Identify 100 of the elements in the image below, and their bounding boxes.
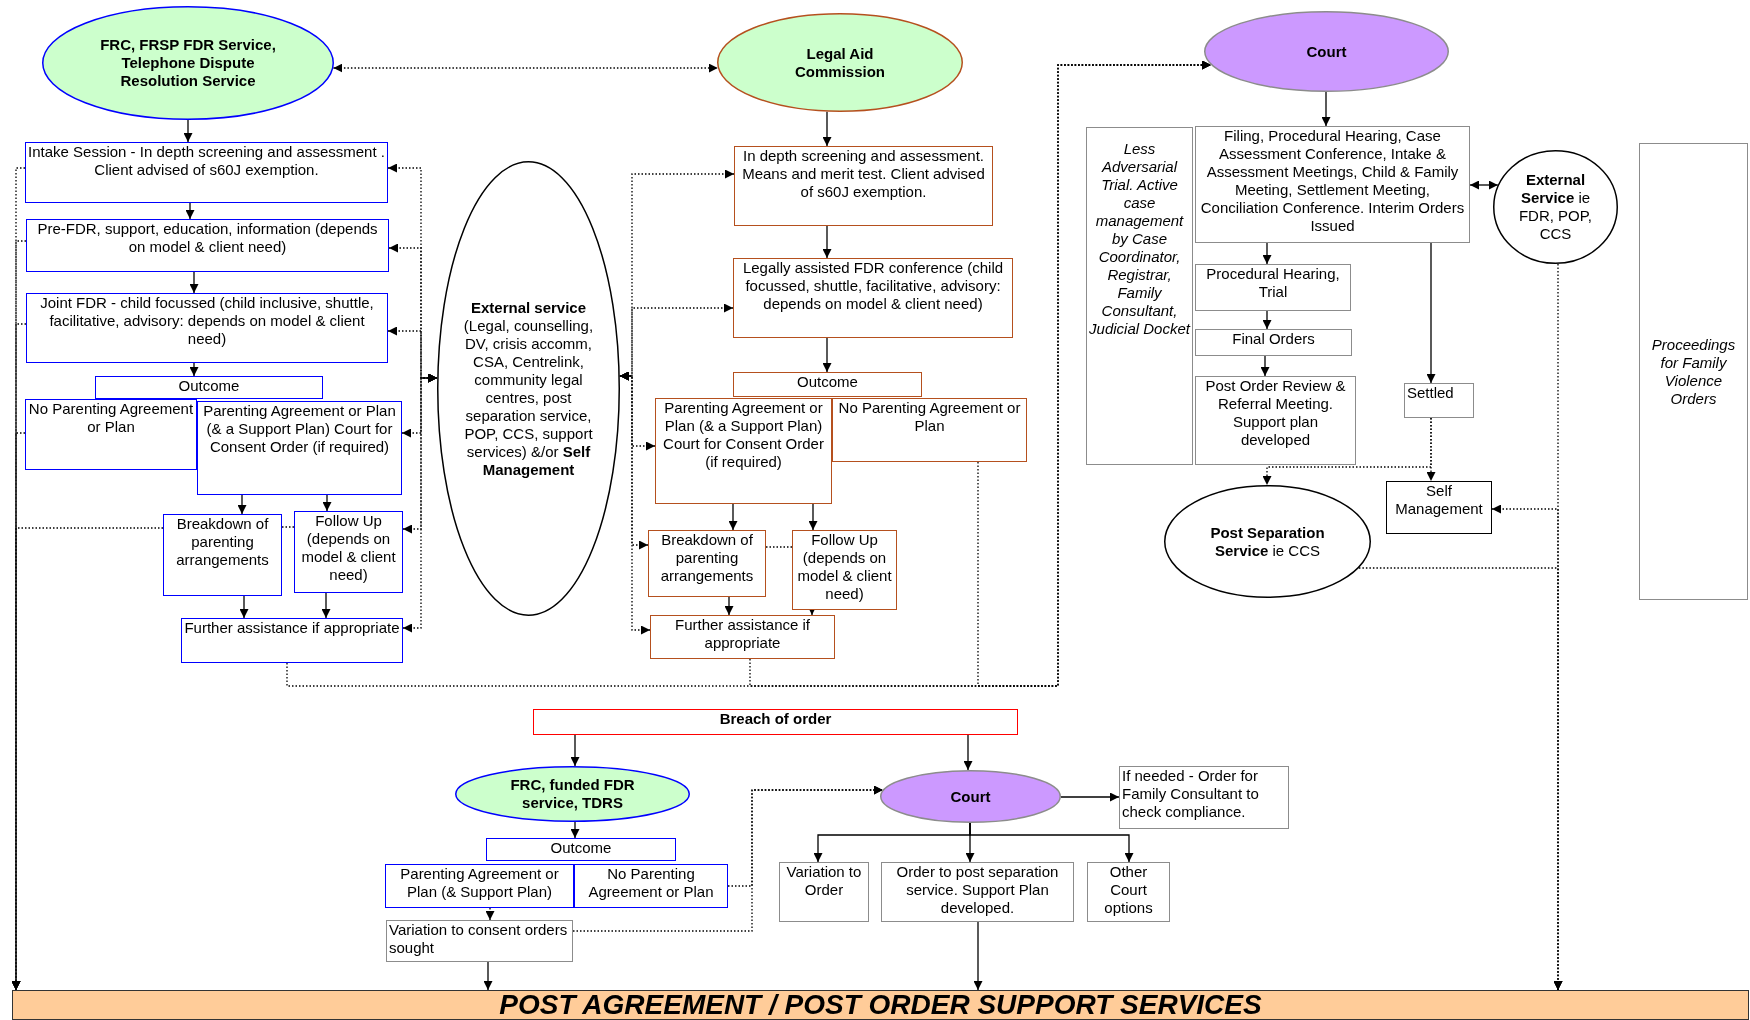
- arrow: [185, 202, 195, 220]
- process-box: [95, 376, 323, 399]
- arrow: [1469, 180, 1499, 190]
- service-ellipse: [717, 13, 963, 112]
- node-text: Settled: [1406, 384, 1455, 402]
- connector-line: [765, 546, 793, 548]
- node-text: Follow Up (depends on model & client need): [796, 531, 893, 603]
- dotted-arrow: [11, 527, 164, 991]
- arrow: [322, 494, 332, 512]
- process-box: [1195, 376, 1356, 465]
- arrow: [1260, 355, 1270, 377]
- service-ellipse: [1164, 485, 1371, 598]
- node-text: Less Adversarial Trial. Active case management by Case Coordinator, Registrar, Family Consultant, Judicial Docket: [1088, 140, 1192, 338]
- arrow: [822, 111, 832, 147]
- arrow: [728, 503, 738, 531]
- node-text: Further assistance if appropriate: [673, 616, 812, 652]
- node-text: External service (Legal, counselling, DV, crisis accomm, CSA, Centrelink, community legal centres, post separation service, POP, CCS, support services) &/or Self Management: [462, 298, 595, 479]
- dotted-arrow: [619, 371, 651, 635]
- node-text: Court: [1305, 42, 1348, 61]
- process-box: [181, 618, 403, 663]
- process-box: [1119, 766, 1289, 829]
- node-text: If needed - Order for Family Consultant to check compliance.: [1121, 767, 1260, 821]
- node-text: Variation to Order: [785, 863, 863, 899]
- node-text: Filing, Procedural Hearing, Case Assessment Conference, Intake & Assessment Meetings, Child & Family Meeting, Settlement Meeting, Conciliation Conference. Interim Orders Issued: [1199, 127, 1466, 235]
- node-text: FRC, FRSP FDR Service, Telephone Dispute Resolution Service: [99, 36, 277, 90]
- process-box: [792, 530, 897, 610]
- process-box: [832, 398, 1027, 462]
- arrow: [239, 595, 249, 619]
- dotted-arrow: [1553, 263, 1563, 991]
- service-ellipse: [437, 161, 620, 616]
- process-box: [26, 219, 389, 272]
- node-text: Other Court options: [1103, 863, 1154, 917]
- process-box: [1086, 127, 1193, 465]
- service-ellipse: [1493, 150, 1618, 264]
- process-box: [734, 146, 993, 226]
- process-box: [486, 838, 676, 861]
- arrow: [724, 596, 734, 616]
- node-text: No Parenting Agreement or Plan: [837, 399, 1022, 435]
- dotted-arrow: [572, 785, 884, 932]
- node-text: In depth screening and assessment. Means and merit test. Client advised of s60J exemption.: [741, 147, 986, 201]
- process-box: [163, 514, 282, 596]
- process-box: [1087, 862, 1170, 922]
- arrow: [963, 734, 973, 771]
- node-text: Procedural Hearing, Trial: [1205, 265, 1341, 301]
- arrow: [1426, 242, 1436, 384]
- process-box: [1195, 264, 1351, 311]
- node-text: Legal Aid Commission: [794, 44, 886, 81]
- process-box: [733, 372, 922, 397]
- node-text: Breakdown of parenting arrangements: [659, 531, 755, 585]
- node-text: Parenting Agreement or Plan (& a Support Plan) Court for Consent Order (if required): [202, 402, 397, 456]
- arrow: [183, 119, 193, 143]
- arrow: [822, 337, 832, 373]
- node-text: Joint FDR - child focussed (child inclusive, shuttle, facilitative, advisory: depends on model & client need): [39, 294, 375, 348]
- arrow: [189, 271, 199, 294]
- node-text: Post Order Review & Referral Meeting. Support plan developed: [1204, 377, 1347, 449]
- arrow: [570, 821, 580, 839]
- process-box: [574, 864, 728, 908]
- node-text: External Service ie FDR, POP, CCS: [1517, 171, 1594, 243]
- arrow: [1060, 792, 1120, 802]
- service-ellipse: [455, 766, 690, 822]
- node-text: Outcome: [796, 373, 859, 391]
- node-text: Final Orders: [1231, 330, 1316, 348]
- node-text: Breakdown of parenting arrangements: [175, 515, 270, 569]
- node-text: Self Management: [1394, 482, 1484, 518]
- node-text: POST AGREEMENT / POST ORDER SUPPORT SERVICES: [498, 991, 1263, 1019]
- arrow: [808, 503, 818, 531]
- service-ellipse: [42, 6, 334, 120]
- process-box: [1404, 383, 1474, 418]
- arrow: [237, 494, 247, 515]
- process-box: [650, 615, 835, 659]
- process-box: [533, 709, 1018, 735]
- arrow: [189, 362, 199, 377]
- node-text: FRC, funded FDR service, TDRS: [509, 776, 636, 812]
- node-text: Pre-FDR, support, education, information (depends on model & client need): [36, 220, 379, 256]
- node-text: Further assistance if appropriate: [183, 619, 401, 637]
- connector-line: [281, 526, 295, 528]
- arrow: [973, 921, 983, 991]
- process-box: [385, 864, 574, 908]
- node-text: Parenting Agreement or Plan (& Support Plan): [399, 865, 560, 901]
- process-box: [294, 511, 403, 593]
- arrow: [483, 961, 493, 991]
- node-text: No Parenting Agreement or Plan: [27, 400, 195, 436]
- node-text: Order to post separation service. Support Plan developed.: [895, 863, 1060, 917]
- dotted-arrow: [332, 63, 719, 73]
- dotted-arrow: [977, 60, 1212, 687]
- arrow: [822, 225, 832, 259]
- node-text: Proceedings for Family Violence Orders: [1650, 335, 1737, 408]
- arrow: [321, 592, 331, 619]
- node-text: Legally assisted FDR conference (child focussed, shuttle, facilitative, advisory: depends on model & client need): [741, 259, 1005, 313]
- node-text: Intake Session - In depth screening and assessment . Client advised of s60J exemption.: [27, 143, 386, 179]
- process-box: [648, 530, 766, 597]
- process-box: [1195, 329, 1352, 356]
- node-text: Post Separation Service ie CCS: [1209, 523, 1326, 560]
- arrow: [969, 822, 1134, 863]
- service-ellipse: [880, 770, 1061, 823]
- service-ellipse: [1204, 11, 1449, 92]
- process-box: [1386, 481, 1492, 534]
- process-box: [25, 142, 388, 203]
- process-box: [881, 862, 1074, 922]
- node-text: Parenting Agreement or Plan (& a Support Plan) Court for Consent Order (if required): [662, 399, 825, 471]
